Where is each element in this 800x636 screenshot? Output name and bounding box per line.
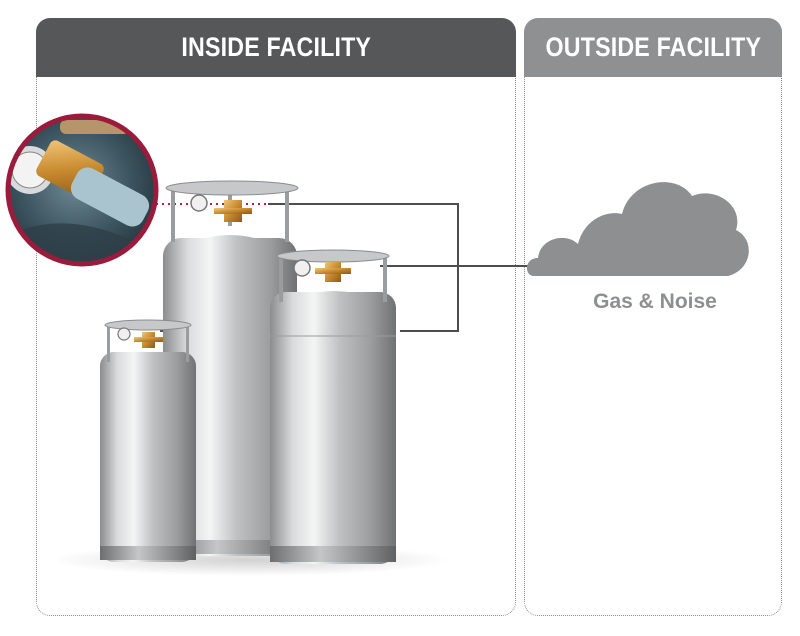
tall-cylinder — [163, 180, 299, 556]
outside-facility-title: OUTSIDE FACILITY — [545, 32, 761, 62]
inside-facility-header: INSIDE FACILITY — [36, 18, 516, 77]
inside-facility-panel — [36, 76, 516, 616]
valve-closeup-icon — [5, 113, 159, 267]
medium-cylinder — [270, 249, 396, 564]
small-cylinder — [100, 319, 196, 562]
cloud-icon — [526, 182, 749, 276]
outside-facility-panel — [524, 76, 782, 616]
inside-facility-title: INSIDE FACILITY — [181, 32, 371, 62]
cloud-label: Gas & Noise — [593, 290, 717, 313]
outside-facility-header: OUTSIDE FACILITY — [524, 18, 782, 77]
